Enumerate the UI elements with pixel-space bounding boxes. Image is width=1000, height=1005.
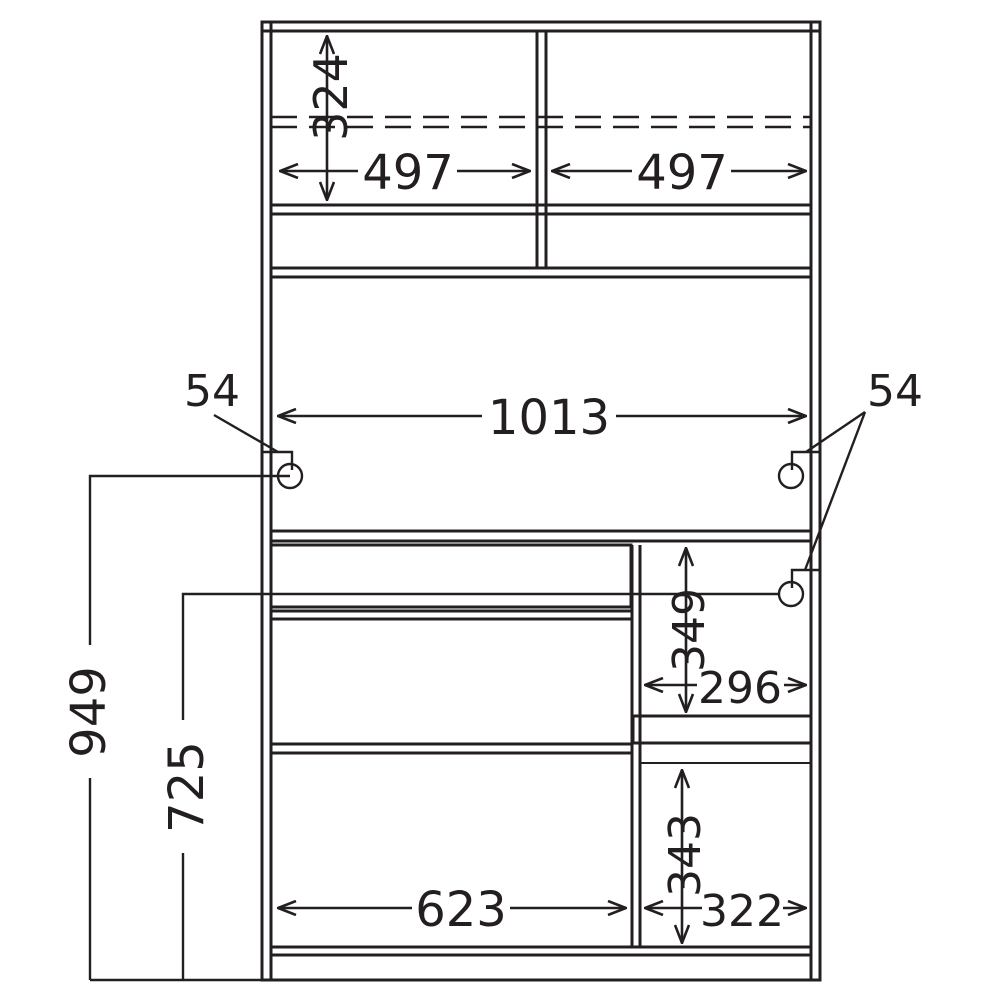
- leader-949: [88, 474, 290, 645]
- label-54-right: 54: [867, 366, 923, 417]
- lower-right-shelf: [631, 714, 813, 745]
- label-54-left: 54: [184, 366, 240, 417]
- label-623: 623: [415, 882, 507, 938]
- cabinet-outer-frame: [260, 20, 822, 982]
- label-725: 725: [159, 741, 215, 833]
- leader-725: [181, 592, 779, 720]
- label-343: 343: [660, 813, 711, 897]
- outlet-sockets: [88, 411, 867, 982]
- socket-lower-right-bracket: [790, 568, 820, 588]
- dimension-arrows: [278, 36, 806, 943]
- label-349: 349: [664, 588, 715, 672]
- cabinet-structure: [260, 20, 822, 982]
- label-949: 949: [61, 666, 117, 758]
- label-497-left: 497: [362, 145, 454, 201]
- label-497-right: 497: [636, 145, 728, 201]
- socket-left-bracket: [262, 450, 294, 470]
- leader-54-right-a: [805, 411, 866, 453]
- leader-54-left: [213, 413, 279, 454]
- leader-54-right-b: [803, 411, 867, 571]
- dimension-labels: 324 497 497 1013 54 54 949 725 349 296 3…: [61, 53, 923, 938]
- label-324: 324: [304, 53, 358, 141]
- lower-left-drawer-1: [269, 543, 633, 609]
- label-296: 296: [698, 663, 782, 714]
- label-1013: 1013: [488, 390, 610, 446]
- socket-right-bracket: [790, 450, 820, 470]
- label-322: 322: [700, 886, 784, 937]
